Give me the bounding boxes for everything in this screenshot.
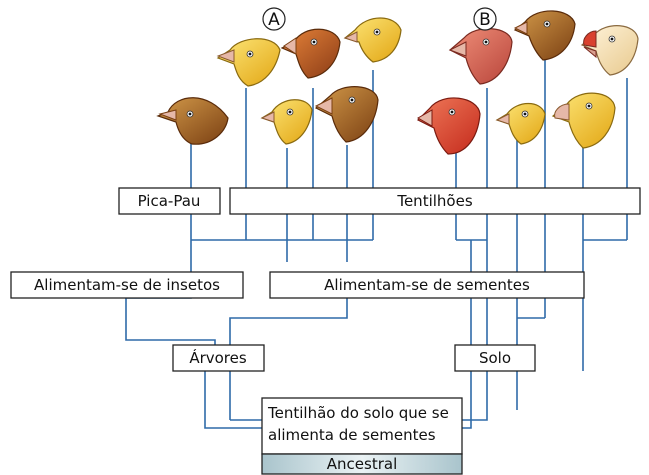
label-trees: Árvores	[189, 348, 247, 367]
bird-head-a5	[314, 86, 379, 143]
ancestor-text-line2: alimenta de sementes	[268, 426, 436, 444]
label-seeds-box: Alimentam-se de sementes	[269, 271, 585, 299]
ancestor-tag-box: Ancestral	[261, 453, 463, 475]
label-insects: Alimentam-se de insetos	[34, 276, 220, 294]
bird-head-a4	[260, 99, 313, 145]
bird-head-b4	[416, 97, 481, 155]
label-ground: Solo	[479, 349, 511, 367]
bird-head-b5	[495, 102, 546, 145]
ancestor-tag: Ancestral	[327, 455, 397, 473]
label-finches: Tentilhões	[396, 192, 472, 210]
ancestor-box: Tentilhão do solo que se alimenta de sem…	[261, 397, 463, 455]
bird-head-woodpecker	[156, 97, 229, 145]
group-b-label: B	[479, 10, 491, 30]
group-marker-b: B	[473, 7, 497, 31]
label-insects-box: Alimentam-se de insetos	[10, 271, 244, 299]
label-woodpecker: Pica-Pau	[138, 192, 201, 210]
group-a-label: A	[268, 10, 280, 30]
label-finches-box: Tentilhões	[229, 187, 641, 215]
bird-heads	[156, 10, 639, 155]
bird-head-a1	[216, 38, 281, 87]
bird-head-b2	[513, 10, 576, 61]
bird-head-a3	[343, 17, 402, 63]
bird-head-b3	[580, 25, 639, 76]
label-seeds: Alimentam-se de sementes	[324, 276, 530, 294]
bird-head-a2	[280, 28, 341, 79]
group-marker-a: A	[262, 7, 286, 31]
bird-head-b6	[551, 92, 616, 149]
ancestor-text-line1: Tentilhão do solo que se	[267, 404, 449, 422]
label-woodpecker-box: Pica-Pau	[118, 187, 221, 215]
label-ground-box: Solo	[454, 344, 536, 372]
bird-head-b1	[448, 28, 513, 85]
label-trees-box: Árvores	[172, 344, 265, 372]
